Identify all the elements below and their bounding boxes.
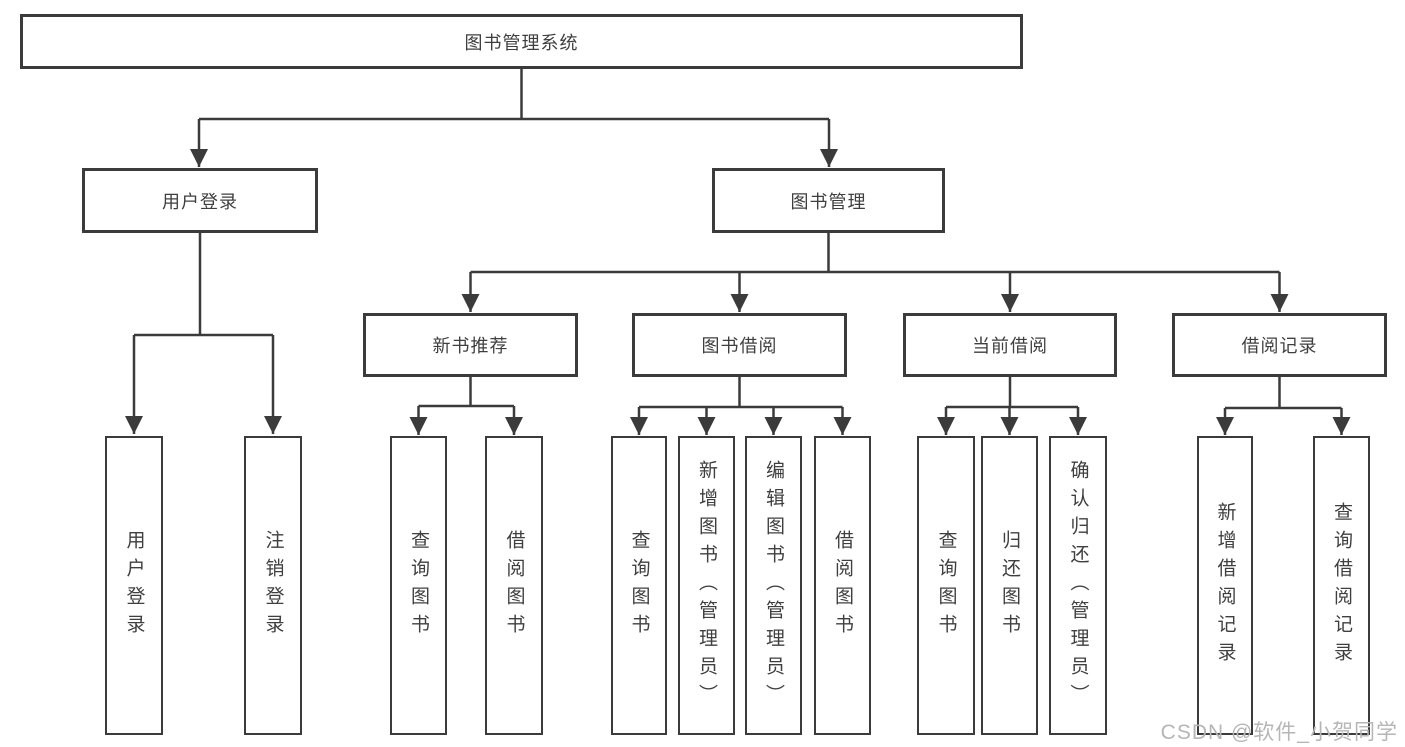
node-label: 图书借阅 <box>701 336 778 356</box>
node-book-borrow: 图书借阅 <box>632 313 847 377</box>
leaf-label: 借阅图书 <box>503 529 525 642</box>
leaf-label: 新增图书（管理员） <box>696 459 717 712</box>
leaf-label: 查询图书 <box>935 529 957 642</box>
node-current-borrow: 当前借阅 <box>903 313 1117 377</box>
node-book-management: 图书管理 <box>712 168 945 233</box>
leaf-label: 新增借阅记录 <box>1214 501 1236 670</box>
leaf-logout-login: 注销登录 <box>244 436 302 735</box>
node-label: 借阅记录 <box>1241 336 1318 356</box>
node-label: 当前借阅 <box>972 336 1048 356</box>
node-library-management-system: 图书管理系统 <box>20 14 1023 69</box>
leaf-label: 编辑图书（管理员） <box>763 459 784 712</box>
leaf-label: 查询借阅记录 <box>1331 501 1352 670</box>
leaf-label: 借阅图书 <box>832 529 853 642</box>
leaf-query-book-borrow: 查询图书 <box>611 436 667 735</box>
node-label: 新书推荐 <box>432 336 509 356</box>
leaf-user-login: 用户登录 <box>105 436 163 735</box>
leaf-borrow-book: 借阅图书 <box>814 436 871 735</box>
leaf-add-borrow-record: 新增借阅记录 <box>1197 436 1253 735</box>
leaf-borrow-book-recommend: 借阅图书 <box>485 436 543 735</box>
node-label: 用户登录 <box>162 191 238 212</box>
leaf-label: 归还图书 <box>999 529 1020 642</box>
leaf-confirm-return-admin: 确认归还（管理员） <box>1049 436 1107 735</box>
node-label: 图书管理系统 <box>464 32 579 53</box>
leaf-query-book-current: 查询图书 <box>917 436 975 735</box>
leaf-edit-book-admin: 编辑图书（管理员） <box>745 436 802 735</box>
leaf-label: 注销登录 <box>262 529 284 642</box>
leaf-label: 用户登录 <box>123 529 145 642</box>
node-user-login: 用户登录 <box>82 168 318 233</box>
leaf-label: 确认归还（管理员） <box>1067 459 1089 712</box>
leaf-query-book-recommend: 查询图书 <box>390 436 447 735</box>
leaf-return-book: 归还图书 <box>981 436 1038 735</box>
watermark: CSDN @软件_小贺同学 <box>1160 721 1398 744</box>
leaf-add-book-admin: 新增图书（管理员） <box>678 436 735 735</box>
leaf-label: 查询图书 <box>408 529 429 642</box>
node-borrow-record: 借阅记录 <box>1172 313 1387 377</box>
node-new-book-recommend: 新书推荐 <box>363 313 578 377</box>
leaf-label: 查询图书 <box>628 529 650 642</box>
node-label: 图书管理 <box>790 191 867 212</box>
leaf-query-borrow-record: 查询借阅记录 <box>1313 436 1370 735</box>
